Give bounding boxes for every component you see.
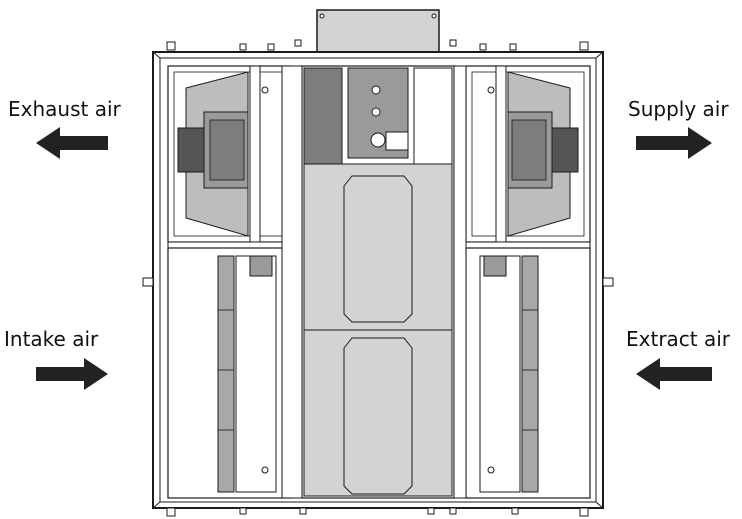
lower-right-filter-compartment	[465, 247, 591, 499]
top-junction-box	[316, 9, 440, 53]
extract-air-label: Extract air	[626, 327, 731, 351]
central-heat-exchanger	[301, 65, 455, 499]
right-fan-compartment	[465, 65, 591, 243]
bottom-brackets	[166, 507, 589, 517]
side-brackets	[142, 277, 614, 287]
lower-left-filter-compartment	[167, 247, 293, 499]
supply-air-label: Supply air	[628, 97, 729, 121]
extract-air-arrow	[636, 358, 712, 390]
supply-air-arrow	[636, 127, 712, 159]
exhaust-air-label: Exhaust air	[8, 97, 121, 121]
left-fan-compartment	[167, 65, 293, 243]
intake-air-label: Intake air	[4, 327, 99, 351]
intake-air-arrow	[36, 358, 108, 390]
vertical-rails	[281, 65, 467, 499]
exhaust-air-arrow	[36, 127, 108, 159]
top-brackets	[166, 39, 589, 51]
